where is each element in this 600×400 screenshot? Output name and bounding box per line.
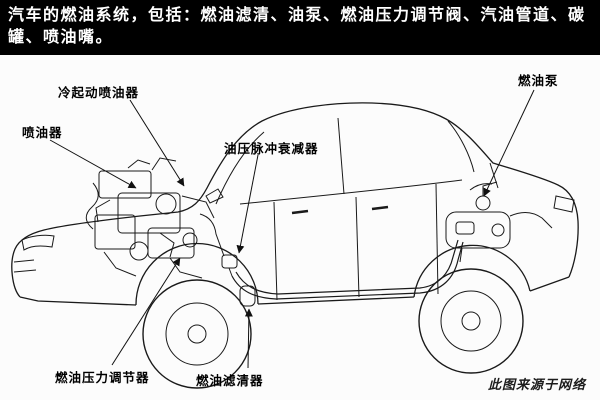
image-credit: 此图来源于网络 — [487, 377, 586, 392]
front-wheel — [142, 279, 252, 389]
fuel-tank-detail — [445, 181, 553, 263]
arrow-cold-start-injector — [129, 99, 185, 187]
arrow-pressure-regulator — [111, 257, 181, 366]
caption-line-2: 罐、喷油嘴。 — [8, 29, 114, 46]
car-body-outline — [11, 102, 579, 306]
caption-line-1: 汽车的燃油系统，包括：燃油滤清、油泵、燃油压力调节阀、汽油管道、碳 — [8, 7, 586, 24]
caption-bar: 汽车的燃油系统，包括：燃油滤清、油泵、燃油压力调节阀、汽油管道、碳 罐、喷油嘴。 — [0, 0, 600, 55]
label-cold-start-injector: 冷起动喷油器 — [58, 86, 140, 100]
fuel-lines — [231, 239, 464, 307]
label-fuel-pressure-regulator: 燃油压力调节器 — [55, 371, 150, 385]
arrow-pulsation-damper — [236, 154, 259, 254]
arrow-fuel-pump — [483, 89, 535, 197]
engine-detail — [85, 157, 238, 279]
label-pressure-pulsation-damper: 油压脉冲衰减器 — [224, 142, 319, 156]
label-injector: 喷油器 — [22, 126, 63, 140]
label-fuel-pump: 燃油泵 — [518, 74, 559, 88]
arrow-injector — [49, 139, 137, 189]
arrow-fuel-filter — [244, 308, 253, 369]
windows-and-doors — [13, 117, 575, 301]
rear-wheel — [418, 268, 524, 374]
label-fuel-filter: 燃油滤清器 — [196, 374, 264, 388]
leader-arrows — [49, 89, 535, 369]
